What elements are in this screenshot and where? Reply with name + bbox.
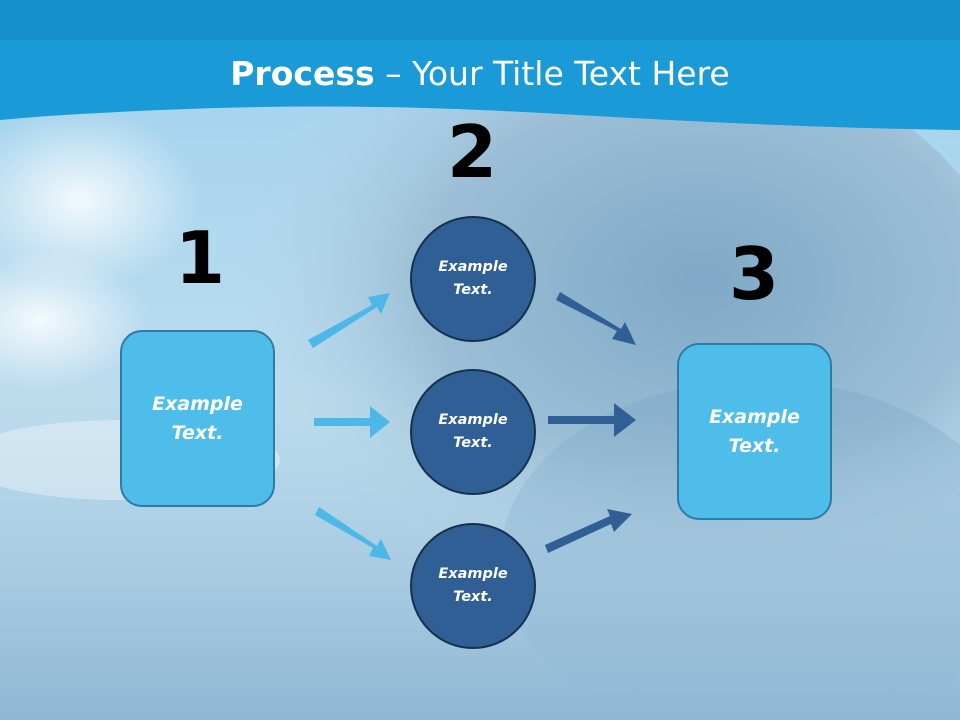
arrow-bottom-to-right — [545, 509, 632, 553]
step-number-3: 3 — [728, 232, 780, 316]
right-box-text: Example Text. — [709, 405, 800, 457]
middle-process-circle: Example Text. — [410, 369, 536, 495]
top-circle-text: Example Text. — [438, 259, 508, 298]
bottom-circle-text: Example Text. — [438, 566, 508, 605]
right-process-box: Example Text. — [677, 343, 832, 520]
step-number-1: 1 — [174, 216, 226, 300]
arrow-middle-to-right — [548, 403, 636, 437]
middle-circle-text: Example Text. — [438, 412, 508, 451]
arrow-top-to-right — [556, 292, 636, 345]
left-process-box: Example Text. — [120, 330, 275, 507]
title-rest: – Your Title Text Here — [374, 54, 730, 93]
arrow-left-to-middle — [314, 406, 390, 438]
step-number-2: 2 — [446, 110, 498, 194]
left-box-text: Example Text. — [152, 392, 243, 444]
top-process-circle: Example Text. — [410, 216, 536, 342]
title-bold: Process — [230, 54, 375, 93]
slide-title: Process – Your Title Text Here — [0, 52, 960, 96]
bottom-process-circle: Example Text. — [410, 523, 536, 649]
arrow-left-to-bottom — [315, 507, 391, 560]
arrow-left-to-top — [308, 293, 390, 348]
